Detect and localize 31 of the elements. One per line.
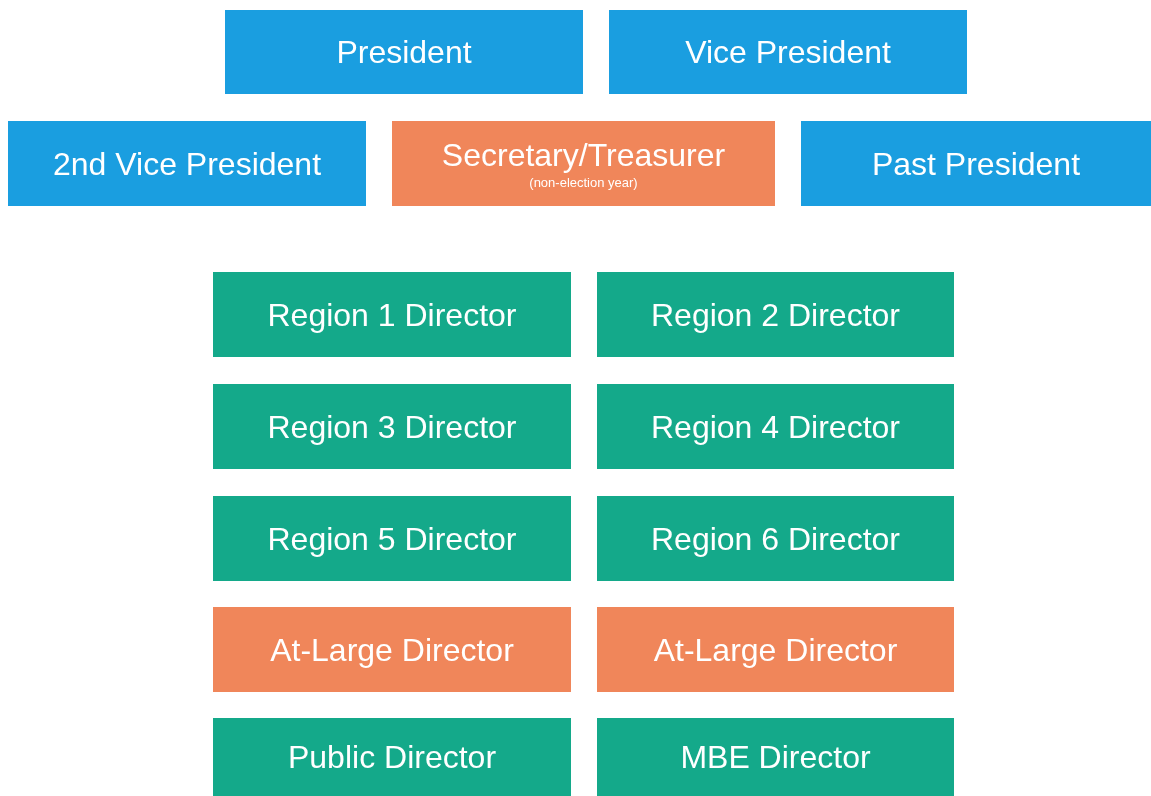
role-title: Region 2 Director: [651, 295, 900, 335]
role-title: President: [336, 33, 472, 72]
role-box: [225, 10, 583, 94]
role-box: [597, 718, 954, 796]
role-box: [213, 607, 571, 692]
role-title: At-Large Director: [270, 630, 514, 670]
role-box: [213, 384, 571, 469]
role-box: [801, 121, 1151, 206]
role-box: [213, 718, 571, 796]
role-box: [597, 496, 954, 581]
role-box: [597, 607, 954, 692]
role-title: Region 5 Director: [267, 519, 517, 559]
role-box: [609, 10, 967, 94]
role-title: Region 1 Director: [267, 295, 517, 335]
role-title: Vice President: [685, 33, 891, 72]
role-box: [597, 272, 954, 357]
role-box: [213, 272, 571, 357]
role-title: Region 6 Director: [651, 519, 900, 559]
role-title: Past President: [871, 144, 1081, 184]
role-title: At-Large Director: [653, 630, 898, 670]
role-title: Region 3 Director: [267, 407, 517, 447]
role-box: [8, 121, 366, 206]
role-box: [392, 121, 775, 206]
role-note: (non-election year): [529, 175, 638, 192]
role-title: MBE Director: [680, 738, 871, 777]
role-title: Region 4 Director: [651, 407, 900, 447]
role-title: Public Director: [287, 738, 497, 777]
role-box: [597, 384, 954, 469]
role-title: Secretary/Treasurer: [441, 136, 726, 176]
role-title: 2nd Vice President: [53, 144, 321, 184]
role-box: [213, 496, 571, 581]
